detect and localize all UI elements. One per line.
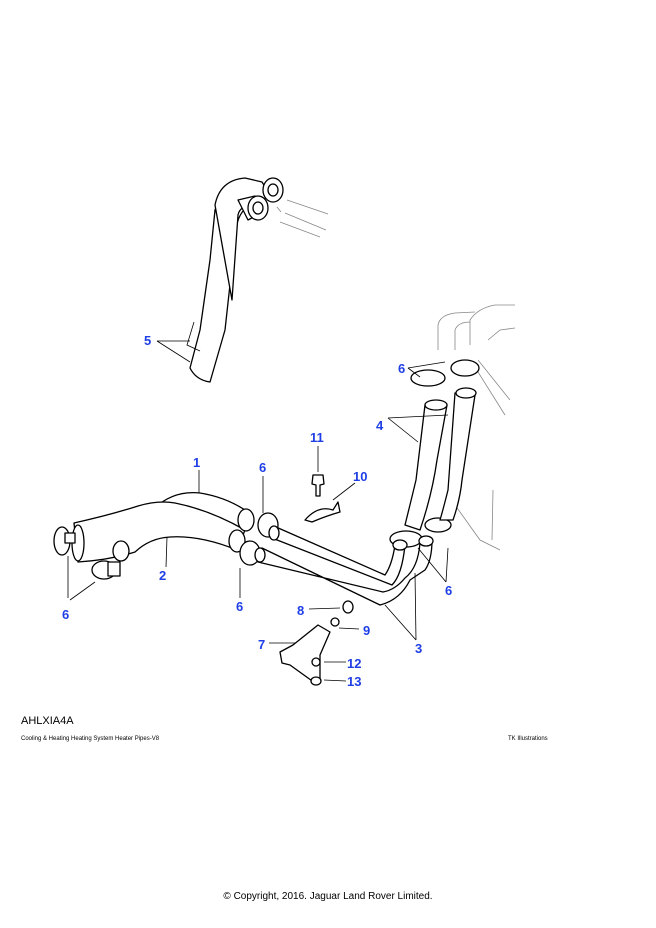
illustration-caption: Cooling & Heating Heating System Heater … (21, 736, 160, 742)
part-3-pipes (254, 525, 434, 606)
bolt-and-clip (304, 474, 341, 523)
callout-6-top-right: 6 (398, 361, 405, 376)
mounting-bracket (279, 600, 354, 686)
callout-12: 12 (347, 656, 361, 671)
callout-labels: 1 2 3 4 5 6 6 6 6 6 7 8 9 10 11 12 13 (62, 333, 452, 689)
callout-6-center-top: 6 (259, 460, 266, 475)
callout-10: 10 (353, 469, 367, 484)
illustration-credit: TK Illustrations (508, 736, 548, 742)
callout-3: 3 (415, 641, 422, 656)
callout-4: 4 (376, 418, 384, 433)
callout-6-left: 6 (62, 607, 69, 622)
callout-5: 5 (144, 333, 151, 348)
callout-7: 7 (258, 637, 265, 652)
copyright-notice: © Copyright, 2016. Jaguar Land Rover Lim… (223, 891, 433, 902)
callout-6-center-bottom: 6 (236, 599, 243, 614)
callout-2: 2 (159, 568, 166, 583)
hose-clamps (239, 359, 480, 566)
part-4-pipes (404, 387, 477, 531)
callout-11: 11 (310, 430, 324, 445)
callout-9: 9 (363, 623, 370, 638)
engine-context-outline (276, 199, 516, 551)
callout-8: 8 (297, 603, 304, 618)
leader-lines (67, 340, 449, 682)
callout-13: 13 (347, 674, 361, 689)
illustration-reference-code: AHLXIA4A (21, 715, 74, 727)
callout-6-right: 6 (445, 583, 452, 598)
callout-1: 1 (193, 455, 200, 470)
part-5-hose (186, 177, 284, 383)
parts-1-2-hoses (53, 492, 255, 580)
